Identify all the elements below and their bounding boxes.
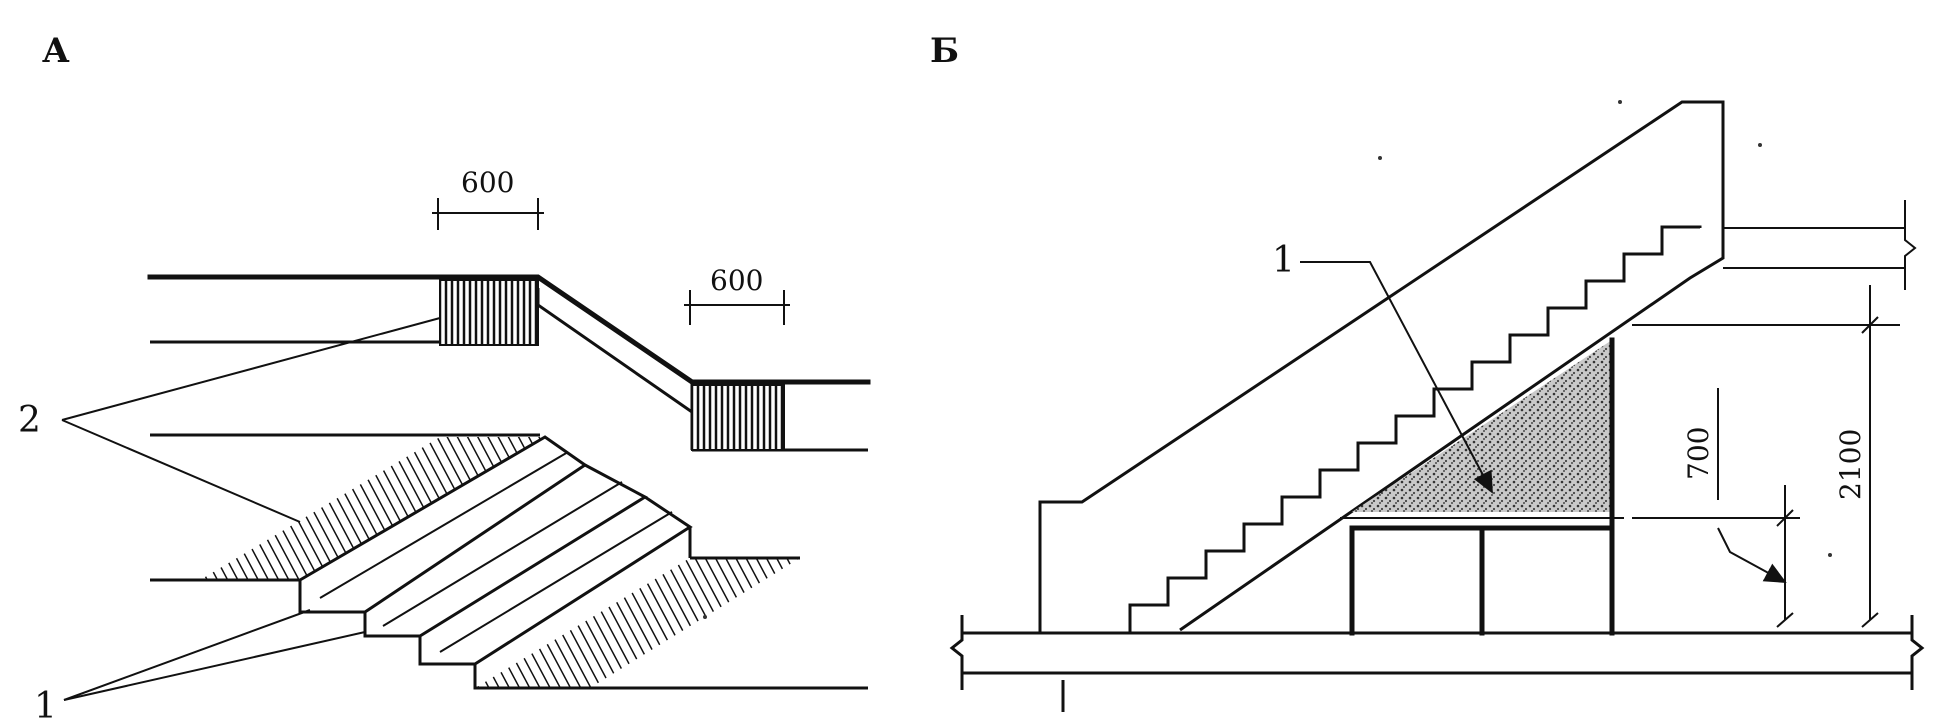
dimension-label: 2100 <box>1834 429 1867 500</box>
callout-1: 1 <box>34 609 366 727</box>
dimension-label: 600 <box>710 264 763 297</box>
callout-number: 2 <box>18 400 41 441</box>
hatched-bottom-step <box>475 558 800 688</box>
scan-specks <box>703 100 1832 619</box>
panel-b-label: Б <box>930 31 959 71</box>
stippled-under-stair <box>1352 340 1612 512</box>
callout-number: 1 <box>1272 240 1295 281</box>
panel-b: Б <box>703 31 1925 712</box>
panel-a-label: А <box>42 31 70 71</box>
dimension-label: 700 <box>1682 427 1715 480</box>
stair-stringer <box>1038 100 1725 633</box>
callout-1-panel-b: 1 <box>1272 240 1493 494</box>
warning-strip-ramp <box>691 384 785 451</box>
stair-flight <box>150 435 868 690</box>
callout-number: 1 <box>34 686 57 727</box>
dimension-600-ramp: 600 <box>684 264 790 325</box>
dimension-600-upper: 600 <box>432 166 544 230</box>
hatched-top-step <box>200 437 545 580</box>
panel-a: А 600 600 <box>18 31 871 727</box>
callout-2: 2 <box>18 317 441 523</box>
dimension-label: 600 <box>461 166 514 199</box>
barrier-frame <box>1340 337 1624 636</box>
dimension-2100: 2100 <box>1632 285 1900 628</box>
upper-level-line <box>1723 200 1917 290</box>
warning-strip-upper <box>439 279 539 346</box>
floor-slab <box>949 615 1925 712</box>
dimension-700: 700 <box>1632 388 1800 628</box>
